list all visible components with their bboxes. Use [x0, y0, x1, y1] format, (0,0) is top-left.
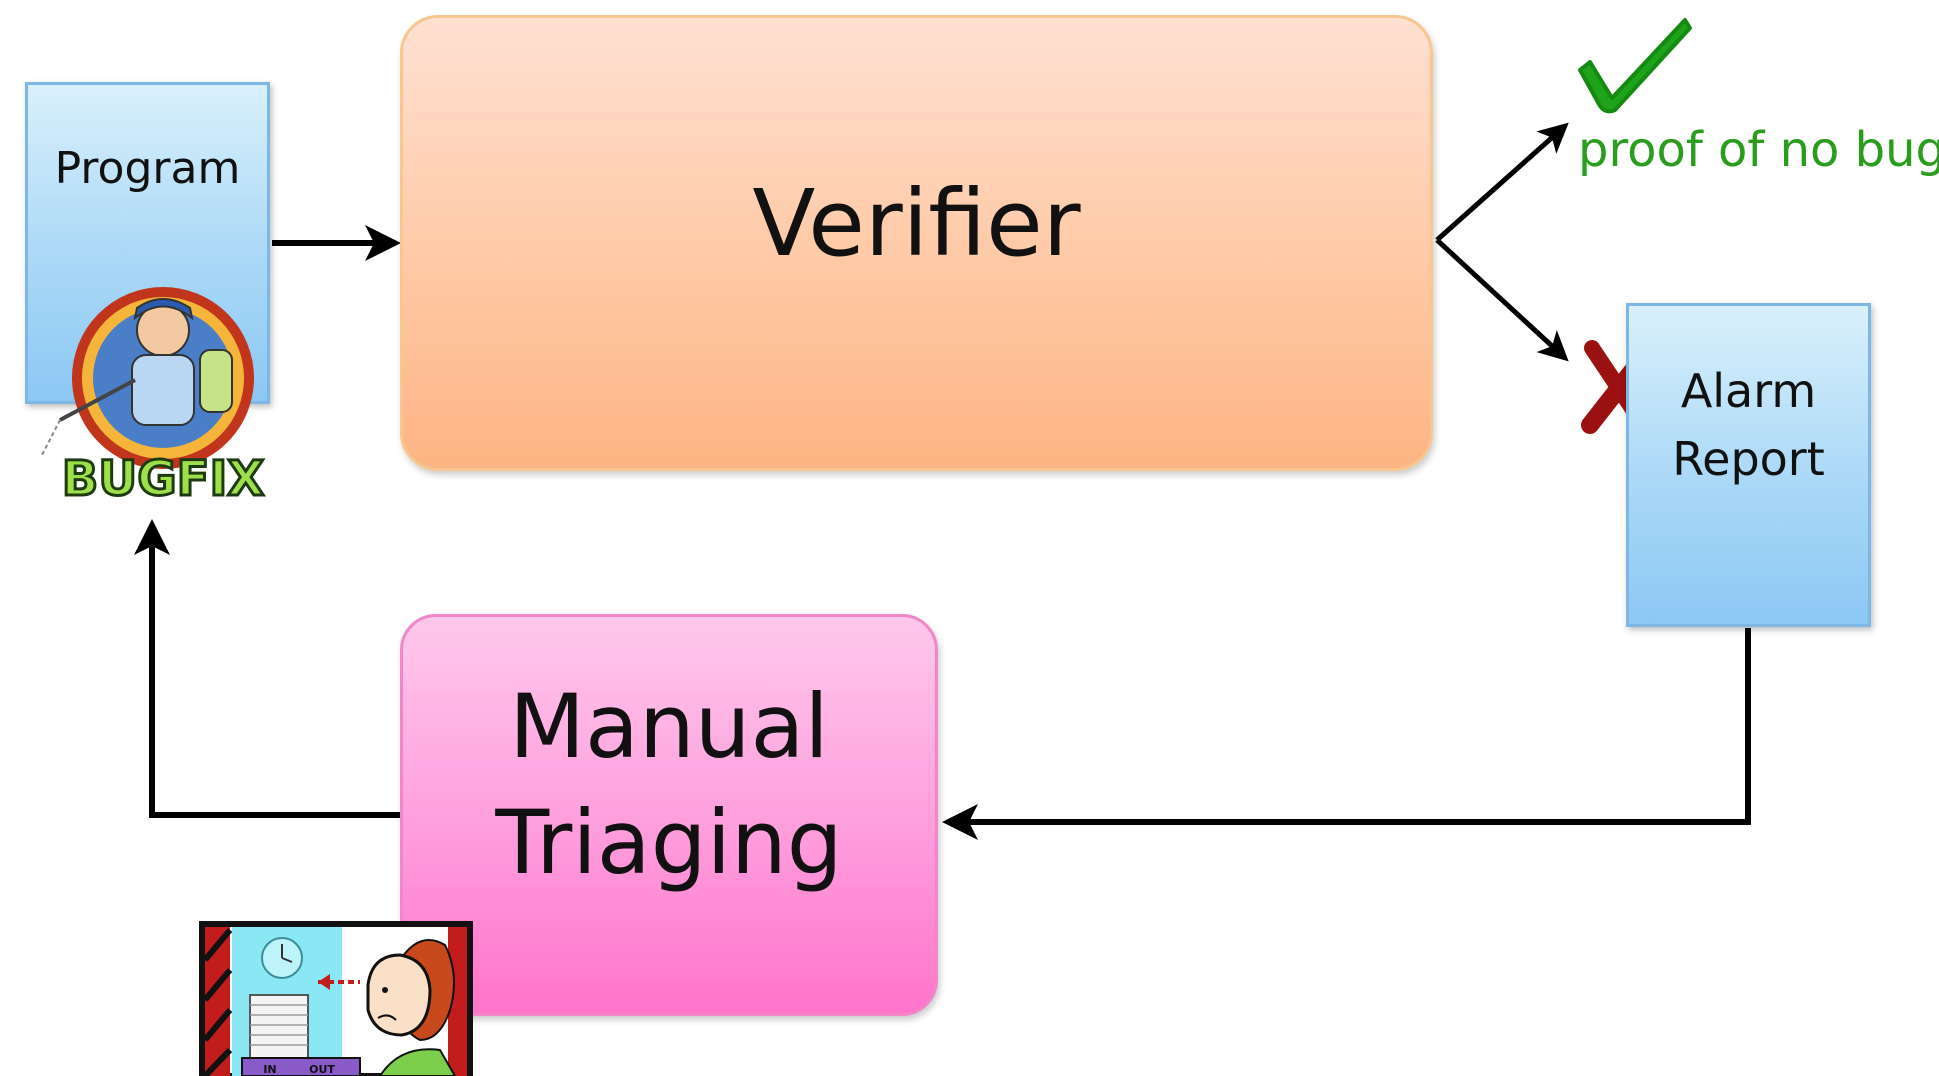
checkmark-icon	[1578, 18, 1692, 114]
alarm-report-box: Alarm Report	[1626, 303, 1871, 627]
verifier-label: Verifier	[752, 169, 1081, 277]
verifier-to-proof-arrow	[1435, 122, 1569, 242]
manual-triaging-box: Manual Triaging	[400, 614, 938, 1016]
bugfix-logo-text: BUGFIX	[62, 451, 265, 507]
alarm-label-line1: Alarm	[1680, 364, 1817, 418]
triage-label-line1: Manual	[509, 675, 829, 778]
program-label: Program	[54, 142, 241, 194]
alarm-to-triage-arrow	[942, 628, 1751, 840]
verifier-to-alarm-arrow	[1435, 238, 1569, 362]
alarm-report-label: Alarm Report	[1672, 364, 1825, 513]
verifier-box: Verifier	[400, 15, 1433, 471]
triage-label-line2: Triaging	[495, 791, 843, 894]
triage-label: Manual Triaging	[495, 675, 843, 916]
in-label: IN	[263, 1063, 276, 1076]
proof-label: proof of no bug	[1578, 122, 1939, 178]
alarm-label-line2: Report	[1672, 432, 1825, 486]
out-label: OUT	[309, 1063, 335, 1076]
triage-to-program-arrow	[134, 519, 400, 818]
